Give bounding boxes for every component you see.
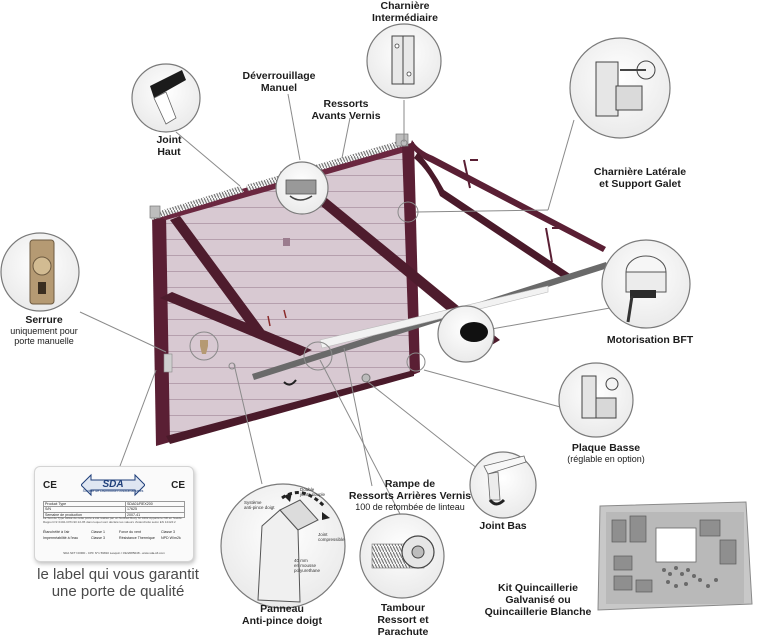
strut-3: [170, 216, 264, 334]
ce-mark-right: CE: [171, 480, 185, 491]
door-handle: [283, 379, 297, 386]
grid-cell: Classe 3: [91, 536, 105, 540]
sda-logo: SDA Société de Distribution d'Automatism…: [80, 472, 146, 498]
grid-cell: Imperméabilité à l'eau: [43, 536, 79, 540]
callout-serrure: [0, 232, 80, 312]
door-frame-left: [152, 214, 170, 446]
anchor-panneau: [228, 362, 236, 370]
label-joint-bas: Joint Bas: [479, 520, 527, 532]
grid-cell: Force du vent: [119, 530, 141, 534]
cell: 2007-41: [124, 511, 186, 519]
sda-logo-sub: Société de Distribution d'Automatismes: [82, 489, 144, 493]
callout-motorisation: [601, 239, 691, 329]
strut-2: [160, 292, 312, 356]
rampe-sub: 100 de retombée de linteau: [355, 502, 465, 512]
label-motorisation: Motorisation BFT: [606, 334, 694, 346]
callout-joint-bas: [469, 451, 537, 519]
sda-quality-label: CE CE SDA Société de Distribution d'Auto…: [34, 466, 194, 562]
leader-lines: [79, 93, 611, 515]
anchor-charniere-laterale: [397, 201, 419, 223]
tagline-line2: une porte de qualité: [51, 583, 185, 600]
callout-joint-haut: [131, 63, 201, 133]
anchor-joint-bas: [361, 373, 371, 383]
plaque-sub: (réglable en option): [567, 454, 645, 464]
callout-plaque-basse: [558, 362, 634, 438]
grid-cell: NPD W/m2k: [161, 536, 181, 540]
label-plaque-basse: Plaque Basse (réglable en option): [556, 442, 656, 464]
callout-charniere-intermediaire: [366, 23, 442, 99]
card-footer: SDA SFT NORD - CPF N°1 59810 Lesquin / 0…: [63, 551, 165, 555]
anchor-serrure: [189, 331, 219, 361]
callout-charniere-laterale: [569, 37, 671, 139]
callout-deverrouillage: [275, 161, 329, 215]
tracks: [160, 140, 608, 380]
anchor-motorisation-head: [460, 322, 488, 342]
serrure-title: Serrure: [25, 314, 63, 326]
grid-cell: Étanchéité à l'air: [43, 530, 70, 534]
strut-1: [280, 168, 500, 346]
sda-logo-text: SDA: [102, 479, 124, 490]
panel-vent: [283, 238, 290, 246]
callout-panneau: [220, 483, 346, 609]
grid-cell: Résistance Thermique: [119, 536, 155, 540]
ce-mark-left: CE: [43, 480, 57, 491]
anchor-plaque-basse: [406, 352, 426, 372]
anchor-serrure-keyhole: [200, 340, 208, 354]
tagline: le label qui vous garantit une porte de …: [18, 566, 218, 600]
callout-tambour: [359, 513, 445, 599]
anchor-rampe: [303, 341, 333, 371]
hardware-kit-bag: [597, 501, 753, 611]
grid-cell: Classe 3: [161, 530, 175, 534]
plaque-title: Plaque Basse: [571, 442, 641, 454]
tagline-line1: le label qui vous garantit: [37, 566, 199, 583]
card-fine-print: La Test de Type utilisé de cette porte a…: [43, 516, 183, 524]
anchor-charniere-intermediaire: [400, 139, 408, 147]
door-lock-plate: [163, 353, 173, 373]
grid-cell: Classe 1: [91, 530, 105, 534]
